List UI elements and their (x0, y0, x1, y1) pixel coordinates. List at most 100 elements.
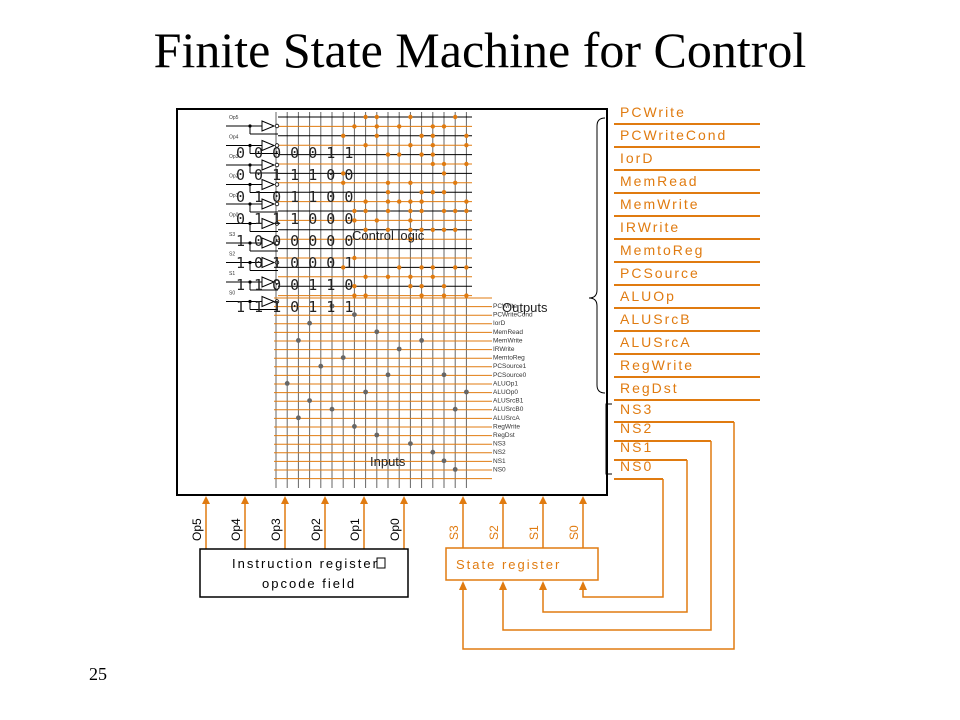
connection-dot (430, 274, 435, 279)
internal-signal-label: IRWrite (493, 346, 515, 353)
connection-dot (419, 293, 424, 298)
connection-dot (385, 152, 391, 157)
opcode-input-label: Op2 (309, 518, 323, 541)
output-signal-label: MemtoReg (620, 242, 704, 258)
connection-dot (341, 180, 346, 185)
connection-dot (408, 274, 413, 279)
connection-dot (441, 458, 447, 464)
connection-dot (374, 329, 380, 335)
bit-row: 1 0 1 0 0 0 1 (236, 254, 353, 272)
connection-dot (307, 320, 312, 326)
buffer-triangle (261, 198, 276, 210)
feedback-wire (582, 479, 664, 598)
connection-dot (352, 124, 357, 129)
buffer-triangle (261, 276, 276, 288)
buffer-triangle (261, 139, 276, 152)
bit-row: 1 0 0 0 0 0 0 (236, 232, 353, 250)
connection-dot (397, 152, 402, 157)
connection-dot (430, 161, 435, 167)
bit-row: 1 1 1 0 1 1 1 (236, 298, 353, 316)
connection-dot (419, 199, 424, 204)
inverter-bubble (274, 143, 280, 148)
left-input-tag: Op0 (229, 213, 239, 219)
inverter-bubble (274, 260, 280, 265)
connection-dot (352, 293, 357, 298)
connection-dot (296, 415, 301, 421)
internal-signal-label: MemWrite (493, 337, 523, 344)
output-signal-label: IorD (620, 150, 654, 166)
output-signal-label: ALUSrcA (620, 334, 692, 350)
left-input-tag: S0 (229, 291, 235, 297)
connection-dot (385, 274, 391, 279)
connection-dot (430, 124, 435, 129)
output-signal-label: PCWrite (620, 104, 686, 120)
connection-dot (453, 208, 458, 214)
connection-dot (363, 274, 368, 279)
connection-dot (441, 227, 447, 232)
bit-row: 0 1 0 1 1 0 0 (236, 188, 353, 206)
output-signal-label: RegDst (620, 380, 679, 396)
control-logic-box (176, 108, 608, 496)
bit-row: 1 1 0 0 1 1 0 (236, 276, 353, 294)
opcode-arrow (281, 496, 289, 504)
control-logic-label: Control logic (352, 228, 425, 243)
output-signal-label: MemRead (620, 173, 699, 189)
left-input-tag: Op5 (229, 115, 239, 121)
connection-dot (430, 190, 435, 195)
connection-dot (441, 190, 447, 195)
state-input-label: S2 (487, 525, 501, 540)
connection-dot (419, 227, 424, 232)
connection-dot (385, 190, 391, 195)
feedback-wire (542, 460, 688, 613)
connection-dot (385, 199, 391, 204)
bit-row: 0 0 1 1 1 0 0 (236, 166, 353, 184)
connection-dot (363, 227, 368, 232)
logic-array-grid (274, 112, 492, 488)
opcode-input-label: Op0 (388, 518, 402, 541)
next-state-brace (605, 403, 612, 475)
connection-dot (397, 199, 402, 204)
left-input-tag: Op4 (229, 135, 239, 141)
internal-signal-label: PCWrite (493, 303, 517, 310)
buffer-triangle (261, 256, 276, 269)
left-input-tag: Op3 (229, 154, 239, 160)
inverter-bubble (274, 123, 280, 129)
connection-dot (430, 265, 435, 270)
state-input-label: S3 (447, 525, 461, 540)
connection-dot (441, 208, 447, 214)
connection-dot (352, 218, 357, 223)
bit-row: 0 1 1 1 0 0 0 (236, 210, 353, 228)
connection-dot (385, 227, 391, 232)
next-state-label: NS3 (620, 401, 653, 417)
output-signal-label: PCSource (620, 265, 700, 281)
output-signal-label: IRWrite (620, 219, 680, 235)
next-state-feedback-wires (459, 422, 735, 650)
internal-signal-label: NS0 (493, 466, 506, 473)
connection-dot (419, 190, 424, 195)
inverter-bubble (274, 201, 280, 207)
opcode-arrow (241, 496, 249, 504)
connection-dot (329, 406, 335, 412)
connection-dot (419, 284, 424, 289)
connection-dot (396, 346, 402, 352)
connection-dot (464, 133, 469, 138)
connection-dot (419, 265, 424, 270)
connection-dot (408, 284, 413, 289)
output-signal-label: ALUSrcB (620, 311, 692, 327)
left-input-tag: S3 (229, 232, 235, 238)
internal-signal-label: RegWrite (493, 423, 520, 430)
connection-dot (452, 406, 458, 412)
state-arrow (539, 496, 547, 504)
state-input-label: S0 (567, 525, 581, 540)
internal-signal-label: RegDst (493, 432, 515, 439)
connection-dot (441, 293, 447, 298)
internal-signal-label: ALUSrcB0 (493, 406, 524, 413)
connection-dot (453, 265, 458, 270)
left-input-tag: Op1 (229, 193, 239, 199)
connection-dot (408, 218, 413, 223)
connection-dot (341, 265, 346, 270)
internal-signal-label: ALUSrcB1 (493, 398, 524, 405)
opcode-input-label: Op3 (269, 518, 283, 541)
